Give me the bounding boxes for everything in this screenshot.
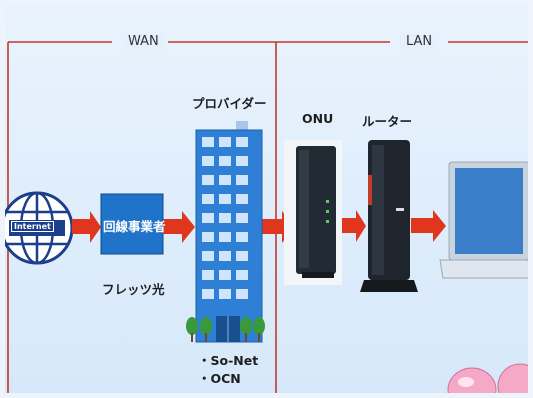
provider-label: プロバイダー [192, 96, 267, 111]
line-operator-box [100, 193, 164, 255]
provider-building-icon [195, 121, 263, 343]
provider-examples-list: ・So-Net ・OCN [198, 352, 258, 388]
router-device-icon [360, 140, 418, 292]
arrow-line-to-provider [163, 211, 195, 243]
lan-section-label: LAN [400, 34, 439, 49]
line-operator-label: 回線事業者 [103, 219, 166, 234]
provider-example-item: ・OCN [198, 371, 241, 386]
decorative-spheres [447, 363, 533, 398]
arrow-onu-to-router [340, 210, 366, 242]
line-operator-example-label: フレッツ光 [102, 282, 165, 297]
wan-section-label: WAN [122, 34, 165, 49]
provider-example-item: ・So-Net [198, 353, 259, 368]
router-label: ルーター [362, 114, 413, 129]
arrow-internet-to-line [72, 211, 101, 243]
onu-label: ONU [302, 111, 334, 126]
internet-label: Internet [11, 221, 54, 232]
tree-icon [186, 317, 265, 342]
laptop-icon [439, 161, 533, 279]
onu-device-icon [284, 140, 342, 285]
arrow-router-to-pc [411, 210, 446, 242]
